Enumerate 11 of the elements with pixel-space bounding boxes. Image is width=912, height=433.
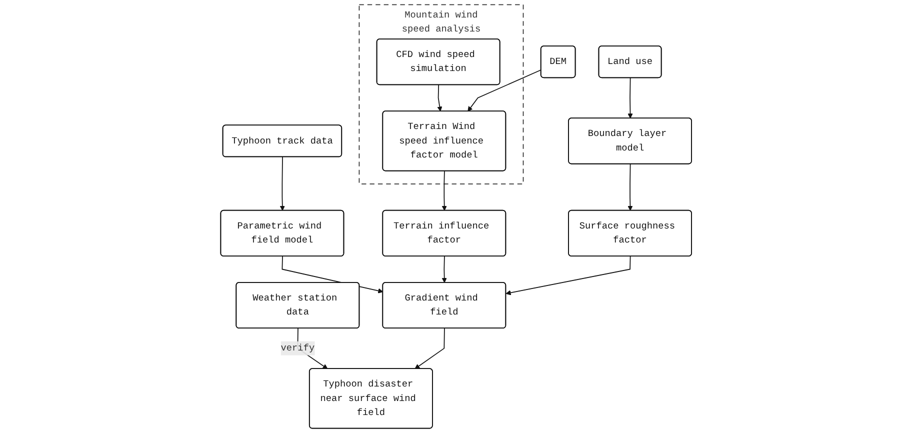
- arrow: [628, 77, 633, 119]
- arrow: [442, 256, 447, 283]
- edge-label: verify: [280, 343, 314, 354]
- arrow: [628, 164, 633, 211]
- arrow: [282, 256, 384, 294]
- arrow: [414, 328, 445, 370]
- arrow: [442, 170, 447, 211]
- arrow: [467, 69, 542, 112]
- arrow: [280, 156, 285, 211]
- arrow: [506, 256, 631, 296]
- arrow: [437, 84, 442, 112]
